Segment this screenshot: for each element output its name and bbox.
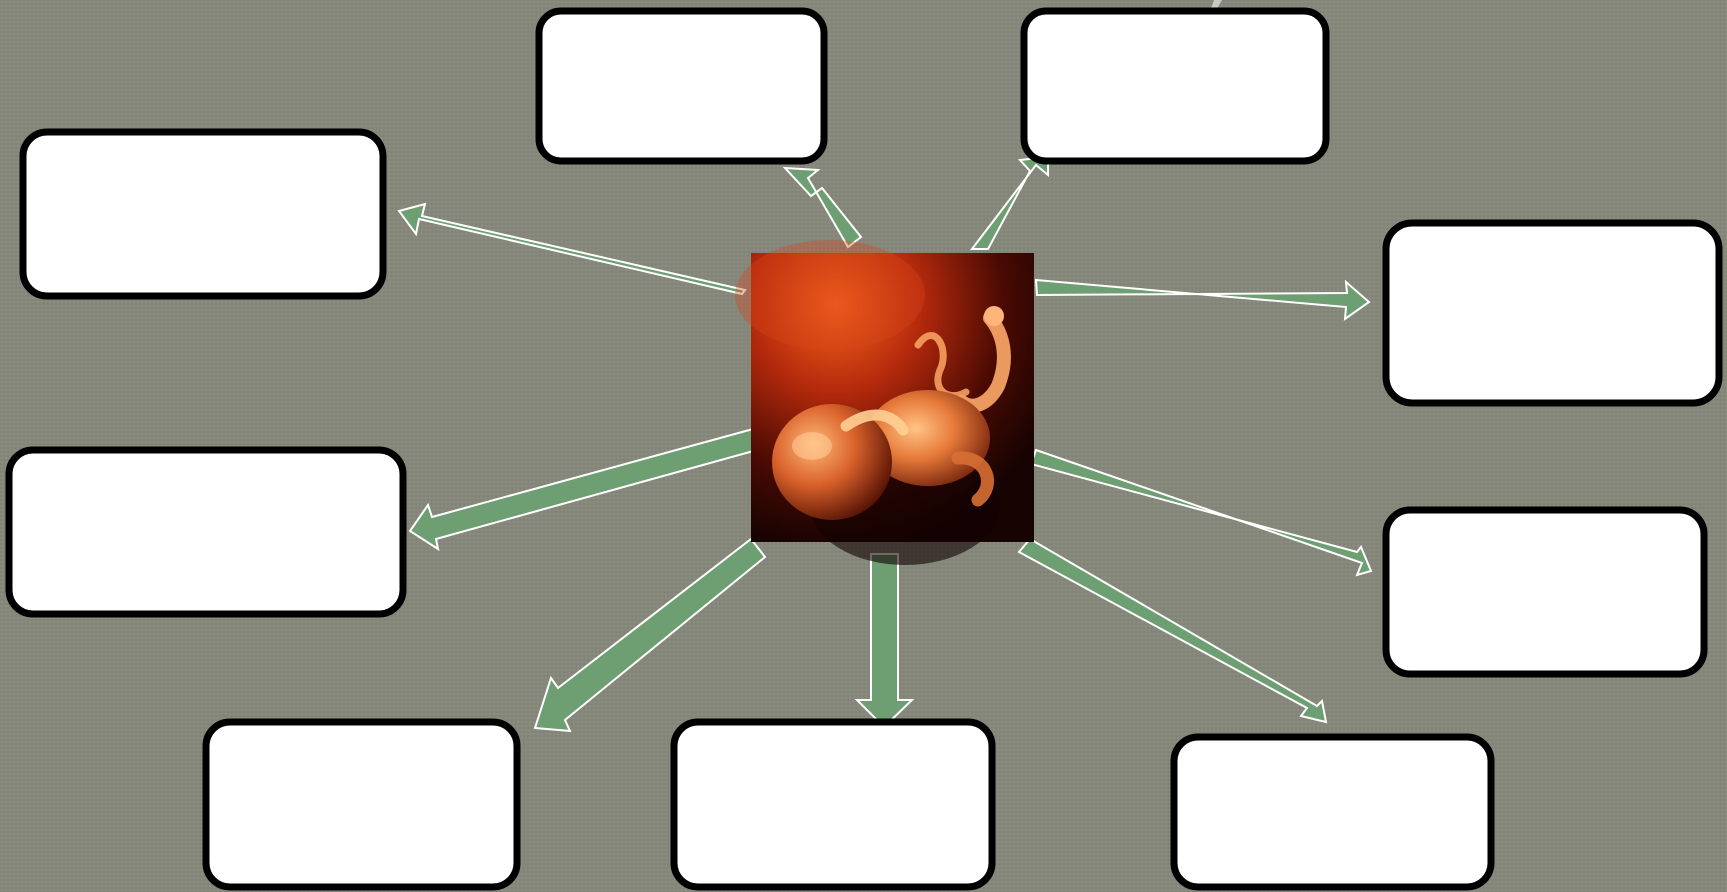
arrows-group (397, 155, 1373, 733)
box-middle-right[interactable] (1382, 506, 1708, 678)
arrow-to-middle-right (1029, 448, 1373, 577)
box-bottom-left[interactable] (202, 718, 521, 891)
arrow-to-top-left (782, 166, 863, 249)
arrow-to-bottom-center (854, 553, 915, 729)
arrow-to-bottom-left (533, 537, 767, 733)
box-upper-right[interactable] (1382, 219, 1723, 407)
arrow-to-bottom-right (1017, 537, 1328, 724)
box-middle-left[interactable] (5, 446, 407, 618)
box-bottom-right[interactable] (1170, 733, 1495, 891)
box-upper-left[interactable] (19, 128, 387, 300)
box-top-left[interactable] (535, 7, 828, 165)
arrow-to-upper-left (397, 202, 747, 296)
arrow-to-top-right (969, 155, 1049, 250)
fetus-in-womb-image (735, 240, 1034, 565)
arrow-to-middle-left (408, 427, 759, 552)
arrow-to-upper-right (1034, 278, 1371, 322)
box-bottom-center[interactable] (670, 718, 996, 891)
box-top-right[interactable] (1020, 7, 1330, 165)
